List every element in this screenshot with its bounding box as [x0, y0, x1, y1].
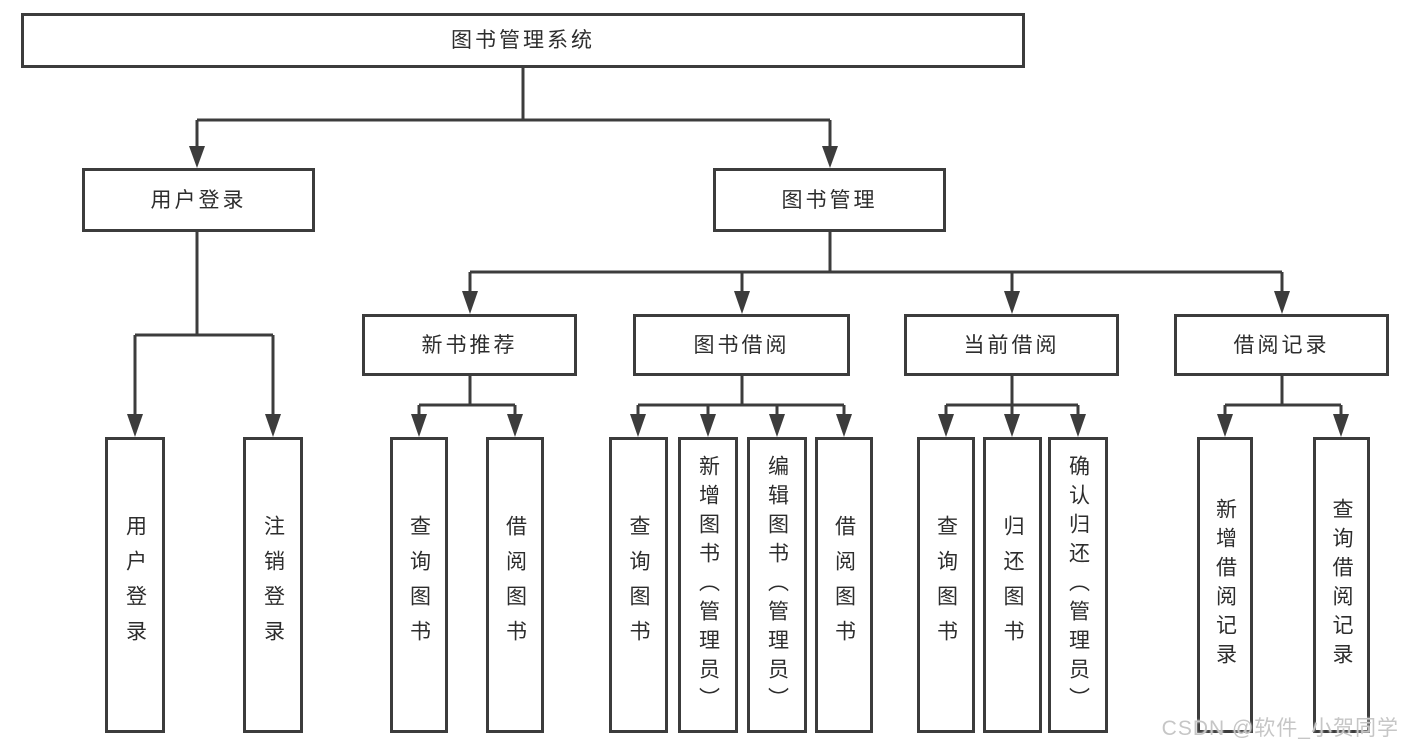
- arrowhead: [630, 414, 646, 437]
- connector-bookmgmt-to-level3: [468, 232, 1284, 291]
- node-user-login-label: 用户登录: [150, 188, 247, 212]
- node-new-book-recommend: 新书推荐: [362, 314, 577, 376]
- node-user-login: 用户登录: [82, 168, 315, 232]
- leaf-query-book-recommend-label: 查询图书: [407, 515, 431, 655]
- arrowhead: [700, 414, 716, 437]
- leaf-return-book: 归还图书: [983, 437, 1042, 733]
- leaf-borrow-book: 借阅图书: [815, 437, 873, 733]
- leaf-user-login: 用户登录: [105, 437, 165, 733]
- leaf-query-book-current-label: 查询图书: [934, 515, 958, 655]
- arrowhead: [836, 414, 852, 437]
- node-book-management: 图书管理: [713, 168, 946, 232]
- arrowhead: [822, 146, 838, 168]
- node-root-system: 图书管理系统: [21, 13, 1025, 68]
- leaf-borrow-book-label: 借阅图书: [832, 515, 856, 655]
- watermark-text: CSDN @软件_小贺同学: [1161, 717, 1399, 740]
- node-book-management-label: 图书管理: [781, 188, 878, 212]
- leaf-query-borrow-record: 查询借阅记录: [1313, 437, 1370, 733]
- leaf-query-borrow-record-label: 查询借阅记录: [1330, 498, 1353, 672]
- leaf-add-borrow-record-label: 新增借阅记录: [1213, 498, 1237, 672]
- leaf-borrow-book-recommend: 借阅图书: [486, 437, 544, 733]
- arrowhead: [938, 414, 954, 437]
- leaf-return-book-label: 归还图书: [1001, 515, 1024, 655]
- node-current-borrow: 当前借阅: [904, 314, 1119, 376]
- arrowhead: [189, 146, 205, 168]
- arrowhead: [462, 291, 478, 314]
- connector-userlogin-to-leaves: [133, 232, 275, 415]
- leaf-logout-label: 注销登录: [261, 515, 285, 655]
- arrowhead: [507, 414, 523, 437]
- leaf-logout: 注销登录: [243, 437, 303, 733]
- connector-borrow-to-leaves: [636, 376, 846, 415]
- arrowhead: [1217, 414, 1233, 437]
- arrowhead: [734, 291, 750, 314]
- leaf-add-book-admin-label: 新增图书（管理员）: [696, 454, 720, 716]
- leaf-query-book-borrow-label: 查询图书: [627, 515, 650, 655]
- arrowhead: [1274, 291, 1290, 314]
- node-new-book-recommend-label: 新书推荐: [421, 333, 518, 357]
- connector-root-to-level2: [195, 68, 832, 146]
- node-book-borrow-label: 图书借阅: [693, 333, 790, 357]
- node-book-borrow: 图书借阅: [633, 314, 850, 376]
- node-borrow-records-label: 借阅记录: [1233, 333, 1330, 357]
- arrowhead: [1004, 414, 1020, 437]
- leaf-confirm-return-admin-label: 确认归还（管理员）: [1066, 454, 1090, 716]
- connector-recommend-to-leaves: [417, 376, 517, 415]
- leaf-edit-book-admin-label: 编辑图书（管理员）: [765, 454, 789, 716]
- leaf-add-borrow-record: 新增借阅记录: [1197, 437, 1253, 733]
- leaf-query-book-borrow: 查询图书: [609, 437, 668, 733]
- arrowhead: [1070, 414, 1086, 437]
- arrowhead: [1333, 414, 1349, 437]
- arrowhead: [1004, 291, 1020, 314]
- arrowhead: [127, 414, 143, 437]
- leaf-add-book-admin: 新增图书（管理员）: [678, 437, 738, 733]
- leaf-edit-book-admin: 编辑图书（管理员）: [747, 437, 807, 733]
- node-current-borrow-label: 当前借阅: [963, 333, 1060, 357]
- leaf-confirm-return-admin: 确认归还（管理员）: [1048, 437, 1108, 733]
- node-borrow-records: 借阅记录: [1174, 314, 1389, 376]
- leaf-borrow-book-recommend-label: 借阅图书: [503, 515, 527, 655]
- node-root-label: 图书管理系统: [451, 29, 595, 52]
- leaf-user-login-label: 用户登录: [123, 515, 147, 655]
- leaf-query-book-recommend: 查询图书: [390, 437, 448, 733]
- connector-current-to-leaves: [944, 376, 1080, 415]
- connector-records-to-leaves: [1223, 376, 1343, 415]
- arrowhead: [769, 414, 785, 437]
- leaf-query-book-current: 查询图书: [917, 437, 975, 733]
- arrowhead: [265, 414, 281, 437]
- arrowhead: [411, 414, 427, 437]
